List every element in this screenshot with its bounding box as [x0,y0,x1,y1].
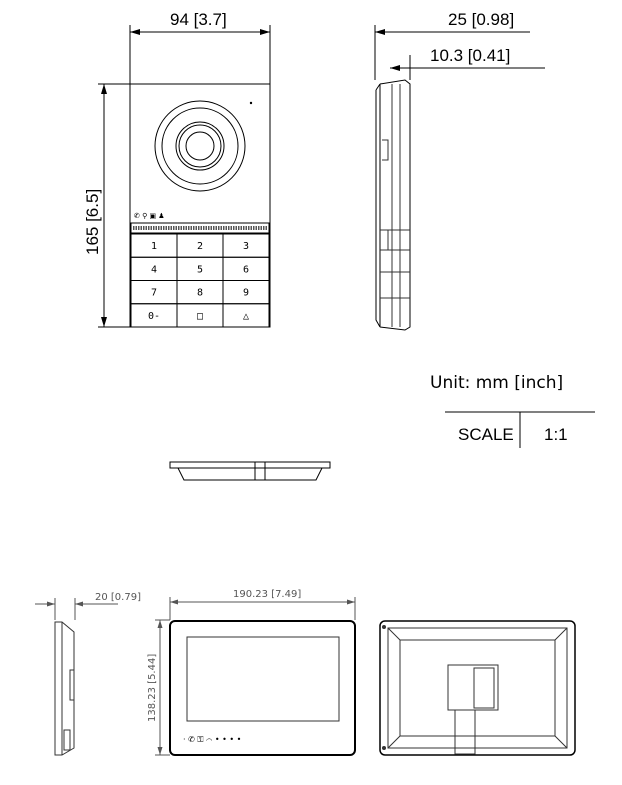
keypad-key-label: 6 [243,264,249,275]
door-station-front-view: 94 [3.7] 165 [6.5] ✆ ⚲ ▣ ♟ 1 2 3 4 5 6 7 8 9 0- □ △ [83,10,271,328]
door-station-bottom-view [169,461,331,481]
monitor-screen [186,636,340,722]
monitor-side-view: 20 [0.79] [35,592,141,756]
keypad-key-label: △ [243,311,249,322]
keypad-key-label: 0- [148,311,160,322]
status-icons: ✆ ⚲ ▣ ♟ [134,212,165,220]
camera-lens [154,100,246,192]
keypad-key-5: 5 [176,256,224,281]
keypad-key-label: 8 [197,288,203,299]
monitor-buttons: · ✆ ⚿ ⌒ • • • • [183,735,241,744]
keypad-key-label: 9 [243,288,249,299]
unit-label: Unit: mm [inch] [430,373,563,393]
keypad-key-3: 3 [222,233,270,258]
keypad-key-0: □ [176,303,224,328]
keypad-key-label: 5 [197,264,203,275]
keypad-key-1: 1 [130,233,178,258]
keypad-key-8: 8 [176,280,224,305]
monitor-front-view: 190.23 [7.49] 138.23 [5.44] · ✆ ⚿ ⌒ • • … [147,589,356,756]
monitor-width-dimension: 190.23 [7.49] [233,589,301,600]
keypad-key-7: 7 [130,280,178,305]
door-station-side-view: 25 [0.98] 10.3 [0.41] [374,10,545,331]
monitor-back-view [379,620,576,756]
scale-value: 1:1 [544,425,568,444]
keypad-key-label: 2 [197,241,203,252]
speaker-grille [130,222,270,234]
depth2-dimension: 10.3 [0.41] [430,46,510,65]
keypad-key-label: 3 [243,241,249,252]
keypad: 1 2 3 4 5 6 7 8 9 0- □ △ [130,233,270,328]
monitor-height-dimension: 138.23 [5.44] [147,654,158,722]
keypad-key-2: 2 [176,233,224,258]
keypad-key-label: 7 [151,288,157,299]
keypad-key-4: 4 [130,256,178,281]
keypad-key-bell: △ [222,303,270,328]
keypad-key-label: □ [197,311,203,322]
keypad-key-label: 1 [151,241,157,252]
keypad-key-label: 4 [151,264,157,275]
scale-label: SCALE [458,425,514,444]
width-dimension: 94 [3.7] [170,10,227,29]
depth-dimension: 25 [0.98] [448,10,514,29]
monitor-depth-dimension: 20 [0.79] [95,592,141,603]
scale-box: SCALE 1:1 [445,411,595,448]
keypad-key-6: 6 [222,256,270,281]
height-dimension: 165 [6.5] [83,189,102,255]
keypad-key-key: 0- [130,303,178,328]
keypad-key-9: 9 [222,280,270,305]
